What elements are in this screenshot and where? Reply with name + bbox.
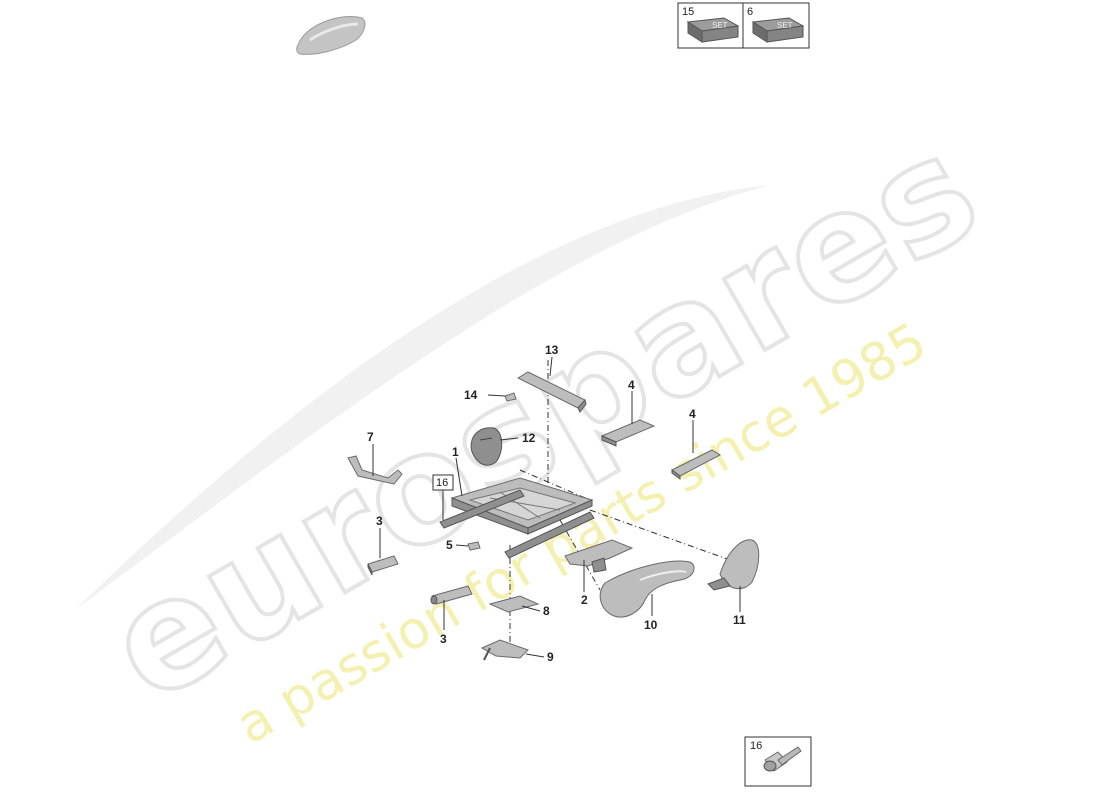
part-5-pin[interactable]	[467, 541, 481, 551]
bolt-icon	[763, 746, 802, 772]
bolt-box-number: 16	[750, 740, 762, 752]
callout-4-lower[interactable]: 4	[689, 407, 696, 421]
callout-9[interactable]: 9	[547, 650, 554, 664]
callout-7[interactable]: 7	[367, 430, 374, 444]
callout-5[interactable]: 5	[446, 538, 453, 552]
set-label: SET	[777, 21, 793, 30]
set-label: SET	[712, 21, 728, 30]
legend-box-15[interactable]: 15 SET	[682, 6, 740, 43]
part-2-bracket[interactable]	[564, 539, 634, 573]
callout-10[interactable]: 10	[644, 618, 658, 632]
callout-4-upper[interactable]: 4	[628, 378, 635, 392]
callout-3-upper[interactable]: 3	[376, 514, 383, 528]
part-4-cover-lower[interactable]	[671, 449, 722, 480]
part-9-linkage[interactable]	[480, 639, 529, 661]
part-7-bracket[interactable]	[347, 455, 403, 485]
set-kit-icon: SET	[751, 17, 805, 43]
legend-boxes: 15 SET 6 SET	[677, 2, 810, 49]
bolt-box[interactable]: 16	[744, 736, 812, 787]
part-12-motor[interactable]	[470, 427, 503, 466]
part-11-side-cover[interactable]	[707, 539, 760, 591]
callout-14[interactable]: 14	[464, 388, 478, 402]
ref-box-label: 16	[436, 477, 448, 489]
watermark-brand: eurospares	[81, 101, 1007, 736]
part-14-clip[interactable]	[504, 392, 517, 402]
callout-8[interactable]: 8	[543, 604, 550, 618]
watermark: eurospares a passion for parts since 198…	[75, 99, 1009, 756]
part-1-seat-frame[interactable]	[439, 477, 595, 559]
part-4-cover-upper[interactable]	[600, 419, 656, 447]
legend-box-number: 6	[747, 6, 753, 18]
car-thumbnail-icon	[296, 16, 366, 55]
part-8-plate[interactable]	[488, 595, 540, 613]
part-3-slide-upper[interactable]	[367, 555, 399, 576]
part-10-trim-panel[interactable]	[599, 560, 695, 618]
callout-2[interactable]: 2	[581, 593, 588, 607]
callouts: 13 14 4 4 7 12 1 3 5 2 8 3 9 10 11	[367, 343, 746, 664]
leader-lines	[372, 356, 741, 658]
part-3-tube-lower[interactable]	[430, 585, 473, 605]
legend-box-number: 15	[682, 6, 694, 18]
callout-1[interactable]: 1	[452, 445, 459, 459]
ref-box-16[interactable]: 16	[432, 474, 454, 491]
legend-box-6[interactable]: 6 SET	[747, 6, 805, 43]
set-kit-icon: SET	[686, 17, 740, 43]
callout-13[interactable]: 13	[545, 343, 559, 357]
callout-12[interactable]: 12	[522, 431, 536, 445]
callout-3-lower[interactable]: 3	[440, 632, 447, 646]
part-13-rail[interactable]	[516, 371, 587, 413]
callout-11[interactable]: 11	[733, 613, 746, 627]
